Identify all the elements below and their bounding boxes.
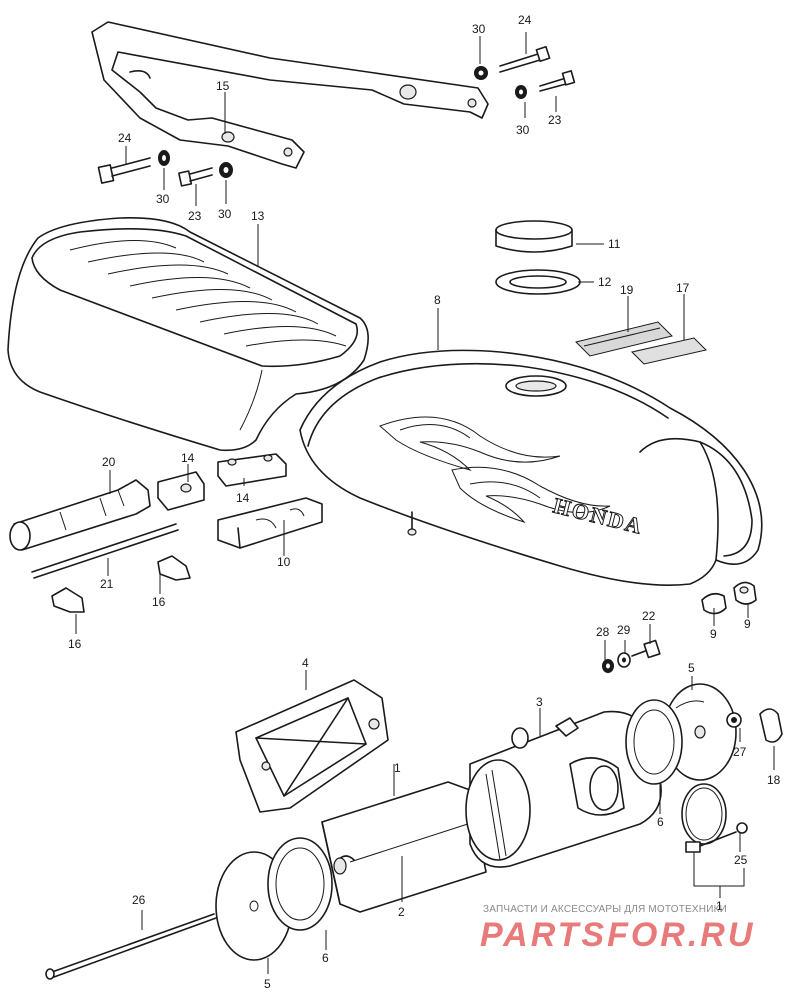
- leader-lines: [75, 32, 775, 974]
- bolt-22: [631, 639, 661, 659]
- watermark-tagline: ЗАПЧАСТИ И АКСЕССУАРЫ ДЛЯ МОТОТЕХНИКИ: [483, 904, 728, 915]
- washer-29: [617, 652, 631, 668]
- callout-26: 26: [132, 893, 146, 907]
- callout-9: 9: [744, 617, 751, 631]
- callout-1: 1: [394, 761, 401, 775]
- nut-27: [726, 712, 742, 728]
- bolt-24-left: [97, 157, 151, 184]
- callout-8: 8: [434, 293, 441, 307]
- callout-14: 14: [181, 451, 195, 465]
- bolt-23-left: [178, 167, 213, 187]
- callout-11: 11: [608, 237, 621, 251]
- callout-labels: 24 30 30 23 15 24 30 23 30 13 11 12 19 1…: [68, 13, 781, 991]
- gasket-6-right: [625, 699, 683, 785]
- clamp-band-1: [681, 783, 727, 853]
- bolt-23-top: [539, 70, 576, 92]
- callout-19: 19: [620, 283, 634, 297]
- callout-29: 29: [617, 623, 631, 637]
- filter-18: [759, 708, 783, 743]
- callout-22: 22: [642, 609, 656, 623]
- callout-16: 16: [68, 637, 82, 651]
- callout-20: 20: [102, 455, 116, 469]
- callout-24: 24: [118, 131, 132, 145]
- clip-16-right: [157, 555, 191, 581]
- tank-emblem-17: [631, 337, 707, 365]
- callout-14: 14: [236, 491, 250, 505]
- bolt-24-top: [499, 45, 551, 73]
- tool-bag-20: [9, 479, 151, 551]
- nut-28: [602, 659, 614, 673]
- grab-rail: [91, 21, 489, 169]
- callout-4: 4: [302, 656, 309, 670]
- fuel-cap: [495, 220, 573, 253]
- callout-9: 9: [710, 627, 717, 641]
- callout-25: 25: [734, 853, 748, 867]
- callout-24: 24: [518, 13, 532, 27]
- fuel-tank: [299, 349, 763, 586]
- bolt-26: [45, 913, 217, 980]
- clip-14-left: [157, 471, 205, 511]
- clip-14-right: [217, 453, 287, 487]
- bolt-25: [699, 822, 748, 847]
- callout-10: 10: [277, 555, 291, 569]
- clip-16-left: [51, 587, 85, 613]
- tank-cushion-9-left: [701, 592, 727, 615]
- callout-6: 6: [322, 951, 329, 965]
- watermark-brand-logo: PARTSFOR.RU: [480, 916, 756, 954]
- gasket-6-left: [267, 837, 333, 931]
- callout-6: 6: [657, 815, 664, 829]
- callout-30: 30: [156, 192, 170, 206]
- callout-2: 2: [398, 905, 405, 919]
- nut-30-top-left: [474, 66, 488, 80]
- callout-27: 27: [733, 745, 747, 759]
- callout-23: 23: [548, 113, 562, 127]
- callout-15: 15: [216, 79, 230, 93]
- callout-30: 30: [472, 22, 486, 36]
- element-2: [321, 781, 487, 913]
- callout-12: 12: [598, 275, 612, 289]
- tank-cushion-9-right: [733, 581, 757, 605]
- callout-17: 17: [676, 281, 690, 295]
- callout-30: 30: [516, 123, 530, 137]
- callout-3: 3: [536, 695, 543, 709]
- bracket-4: [235, 679, 389, 813]
- nut-30-top-right: [515, 85, 527, 99]
- callout-1: 1: [716, 899, 723, 913]
- callout-5: 5: [264, 977, 271, 991]
- callout-16: 16: [152, 595, 166, 609]
- tank-emblem-19: [575, 321, 673, 357]
- cap-gasket: [495, 269, 581, 295]
- air-cleaner-housing-3: [465, 710, 662, 868]
- bracket-10: [217, 497, 323, 549]
- callout-23: 23: [188, 209, 202, 223]
- callout-30: 30: [218, 207, 232, 221]
- rod-21: [31, 523, 179, 579]
- callout-28: 28: [596, 625, 610, 639]
- callout-21: 21: [100, 577, 114, 591]
- callout-5: 5: [688, 661, 695, 675]
- callout-18: 18: [767, 773, 781, 787]
- nut-30-left-b: [219, 162, 233, 178]
- nut-30-left-a: [158, 150, 170, 166]
- callout-13: 13: [251, 209, 265, 223]
